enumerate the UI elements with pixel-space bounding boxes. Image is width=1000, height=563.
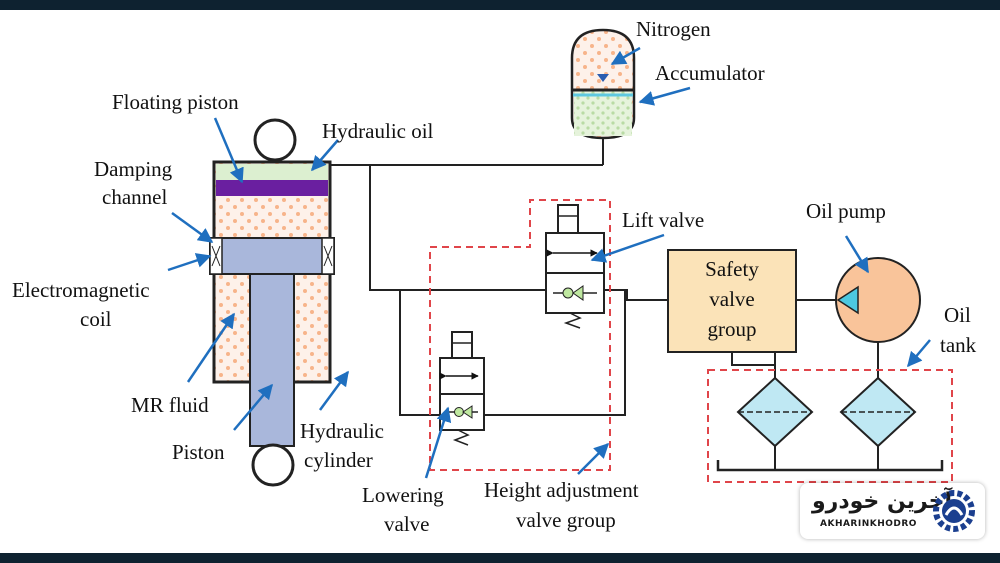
- top-mount-eye: [253, 118, 297, 162]
- lowering-valve: [439, 331, 485, 446]
- label-lowering-valve-2: valve: [384, 512, 429, 536]
- label-oil-tank-2: tank: [940, 333, 977, 357]
- label-height-adjustment-2: valve group: [516, 508, 616, 532]
- filter-left: [736, 376, 814, 470]
- label-safety-valve-group-1: Safety: [705, 257, 759, 281]
- diagram-frame: Nitrogen Accumulator Floating piston Hyd…: [0, 10, 1000, 553]
- lift-valve: [545, 204, 605, 329]
- tank-base: [716, 460, 944, 472]
- akharinkhodro-logo: آخرین خودرو AKHARINKHODRO: [800, 483, 985, 539]
- oil-pump: [835, 257, 921, 378]
- hydraulic-diagram: Nitrogen Accumulator Floating piston Hyd…: [12, 17, 977, 536]
- label-nitrogen: Nitrogen: [636, 17, 711, 41]
- label-safety-valve-group-3: group: [708, 317, 757, 341]
- label-oil-pump: Oil pump: [806, 199, 886, 223]
- label-accumulator: Accumulator: [655, 61, 765, 85]
- piston-head: [209, 237, 335, 275]
- piston-rod: [249, 273, 295, 447]
- label-oil-tank-1: Oil: [944, 303, 971, 327]
- label-hydraulic-cylinder-1: Hydraulic: [300, 419, 384, 443]
- hydraulic-oil-layer: [216, 164, 328, 180]
- oil-tank-box: [707, 369, 953, 483]
- hydraulic-cylinder: [209, 118, 335, 487]
- logo-text-en: AKHARINKHODRO: [820, 519, 917, 529]
- label-hydraulic-oil: Hydraulic oil: [322, 119, 434, 143]
- gear-icon: [933, 490, 975, 532]
- label-lift-valve: Lift valve: [622, 208, 704, 232]
- logo-text-fa: آخرین خودرو: [812, 489, 953, 514]
- pointer-arrows: [167, 46, 931, 479]
- label-height-adjustment-1: Height adjustment: [484, 478, 639, 502]
- height-adjustment-valve-group-box: [429, 199, 611, 471]
- label-damping-channel-2: channel: [102, 185, 167, 209]
- label-piston: Piston: [172, 440, 225, 464]
- nitrogen-accumulator: [570, 28, 636, 165]
- label-electromagnetic-coil-2: coil: [80, 307, 112, 331]
- filter-right: [839, 376, 917, 470]
- label-hydraulic-cylinder-2: cylinder: [304, 448, 373, 472]
- label-electromagnetic-coil-1: Electromagnetic: [12, 278, 150, 302]
- label-floating-piston: Floating piston: [112, 90, 239, 114]
- floating-piston-body: [216, 180, 328, 196]
- label-mr-fluid: MR fluid: [131, 393, 209, 417]
- label-damping-channel-1: Damping: [94, 157, 173, 181]
- label-lowering-valve-1: Lowering: [362, 483, 444, 507]
- bottom-mount-eye: [251, 443, 295, 487]
- oil-lines: [369, 165, 668, 416]
- label-safety-valve-group-2: valve: [709, 287, 754, 311]
